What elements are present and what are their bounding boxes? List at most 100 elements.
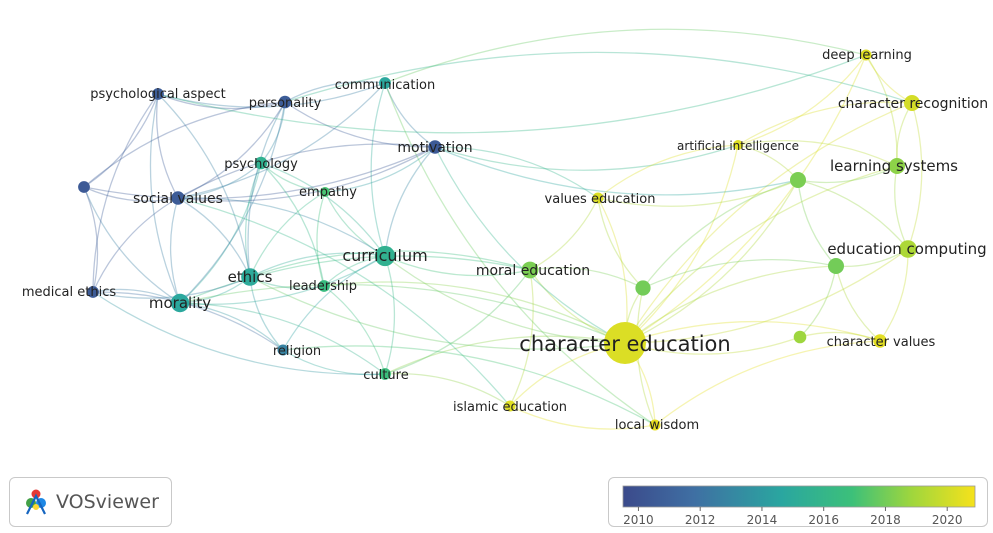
unlabeled-node[interactable]: [828, 258, 844, 274]
link: [797, 179, 909, 250]
link: [624, 54, 867, 344]
moral-education-node[interactable]: [521, 261, 539, 279]
leadership-node[interactable]: [318, 280, 330, 292]
link: [284, 101, 436, 148]
culture-label[interactable]: culture: [363, 368, 408, 383]
islamic-education-node[interactable]: [504, 400, 516, 412]
local-wisdom-label[interactable]: local wisdom: [615, 418, 699, 433]
link: [370, 82, 386, 257]
character-education-label[interactable]: character education: [519, 332, 730, 356]
character-recognition-label[interactable]: character recognition: [838, 96, 988, 112]
empathy-node[interactable]: [320, 187, 330, 197]
link: [434, 144, 739, 171]
deep-learning-node[interactable]: [860, 49, 872, 61]
link: [92, 291, 386, 375]
learning-systems-label[interactable]: learning systems: [830, 157, 958, 175]
link: [249, 252, 386, 278]
link: [597, 179, 799, 207]
link: [624, 102, 913, 344]
personality-label[interactable]: personality: [249, 96, 322, 111]
personality-node[interactable]: [278, 95, 292, 109]
link: [323, 285, 386, 375]
unlabeled-node[interactable]: [793, 330, 807, 344]
social-values-label[interactable]: social values: [133, 191, 223, 207]
link: [624, 320, 881, 344]
deep-learning-label[interactable]: deep learning: [822, 48, 912, 63]
psychological-aspect-label[interactable]: psychological aspect: [90, 87, 226, 102]
moral-education-label[interactable]: moral education: [476, 263, 590, 279]
ethics-label[interactable]: ethics: [228, 268, 273, 286]
morality-node[interactable]: [170, 293, 190, 313]
link: [177, 82, 386, 199]
link: [799, 331, 881, 342]
link: [83, 186, 99, 293]
link: [797, 179, 837, 267]
link: [384, 146, 436, 257]
link: [249, 276, 626, 350]
culture-node[interactable]: [379, 368, 391, 380]
values-education-label[interactable]: values education: [545, 192, 656, 207]
link: [157, 54, 867, 134]
character-values-node[interactable]: [873, 334, 887, 348]
link: [434, 146, 799, 196]
link: [177, 162, 262, 199]
link: [282, 255, 386, 351]
curriculum-label[interactable]: curriculum: [342, 246, 427, 265]
link: [260, 162, 325, 287]
motivation-node[interactable]: [428, 140, 442, 154]
link: [284, 81, 386, 103]
label-layer: character education curriculum morality eth…: [22, 48, 988, 433]
link: [865, 54, 898, 167]
learning-systems-node[interactable]: [889, 158, 905, 174]
unlabeled-node[interactable]: [790, 172, 806, 188]
link: [179, 302, 386, 375]
local-wisdom-node[interactable]: [649, 419, 661, 431]
medical-ethics-label[interactable]: medical ethics: [22, 285, 116, 300]
character-values-label[interactable]: character values: [827, 335, 936, 350]
link: [83, 93, 159, 188]
link: [624, 336, 801, 355]
psychology-label[interactable]: psychology: [224, 157, 298, 172]
education-computing-node[interactable]: [899, 240, 917, 258]
link: [260, 162, 326, 193]
artificial-intelligence-node[interactable]: [733, 140, 743, 150]
values-education-node[interactable]: [592, 192, 604, 204]
legend-tick-label: 2020: [932, 513, 963, 527]
unlabeled-node[interactable]: [635, 280, 651, 296]
link: [642, 179, 799, 289]
social-values-node[interactable]: [171, 191, 185, 205]
link: [157, 82, 386, 108]
religion-label[interactable]: religion: [273, 344, 321, 359]
link: [384, 372, 511, 407]
link: [624, 179, 799, 344]
unlabeled-node[interactable]: [78, 181, 90, 193]
communication-node[interactable]: [379, 77, 391, 89]
artificial-intelligence-label[interactable]: artificial intelligence: [677, 139, 799, 153]
link: [249, 191, 326, 278]
link: [83, 186, 181, 304]
legend-gradient-bar: [622, 485, 976, 508]
motivation-label[interactable]: motivation: [397, 140, 472, 156]
link: [384, 82, 656, 426]
medical-ethics-node[interactable]: [87, 286, 99, 298]
curriculum-node[interactable]: [374, 245, 396, 267]
communication-label[interactable]: communication: [335, 78, 436, 93]
link: [529, 267, 644, 289]
religion-node[interactable]: [277, 344, 289, 356]
link: [177, 146, 436, 202]
psychology-node[interactable]: [254, 156, 268, 170]
character-education-node[interactable]: [604, 322, 646, 364]
link: [157, 93, 251, 278]
ethics-node[interactable]: [241, 268, 259, 286]
character-recognition-node[interactable]: [904, 95, 920, 111]
psychological-aspect-node[interactable]: [152, 88, 164, 100]
vosviewer-logo[interactable]: VOSviewer: [9, 477, 172, 527]
islamic-education-label[interactable]: islamic education: [453, 400, 567, 415]
link: [282, 349, 386, 376]
empathy-label[interactable]: empathy: [299, 185, 357, 200]
leadership-label[interactable]: leadership: [289, 279, 357, 294]
education-computing-label[interactable]: education computing: [827, 240, 986, 258]
morality-label[interactable]: morality: [149, 294, 211, 312]
link: [169, 197, 181, 304]
